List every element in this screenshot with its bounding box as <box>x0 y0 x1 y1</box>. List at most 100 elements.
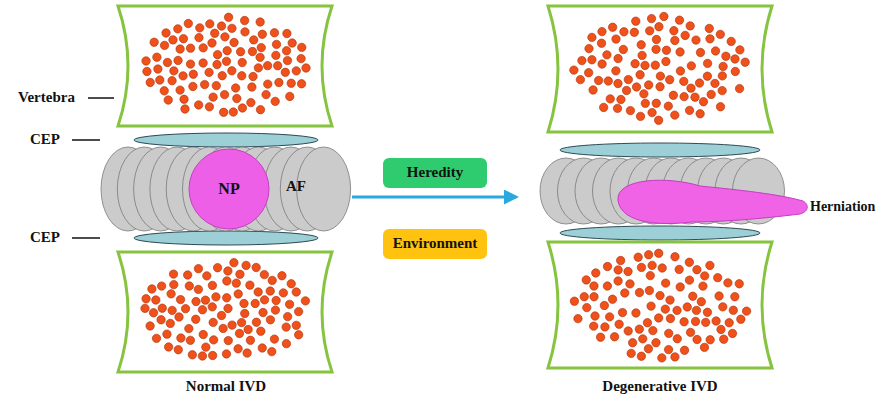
bone-cell <box>680 92 688 100</box>
bone-cell <box>195 33 203 41</box>
bone-cell <box>618 308 626 316</box>
bone-cell <box>283 312 291 320</box>
bone-cell <box>654 116 662 124</box>
bone-cell <box>691 93 699 101</box>
bone-cell <box>646 271 654 279</box>
bone-cell <box>158 304 166 312</box>
bone-cell <box>248 47 256 55</box>
progression-arrow <box>352 196 516 199</box>
bone-cell <box>263 61 271 69</box>
bone-cell <box>594 76 602 84</box>
bone-cell <box>259 308 267 316</box>
bone-cell <box>670 26 678 34</box>
bone-cell <box>683 303 691 311</box>
bone-cell <box>152 334 160 342</box>
bone-cell <box>597 39 605 47</box>
bone-cell <box>735 84 743 92</box>
bone-cell <box>246 281 254 289</box>
bone-cell <box>676 48 684 56</box>
bone-cell <box>209 93 217 101</box>
bone-cell <box>612 67 620 75</box>
bone-cell <box>292 288 300 296</box>
bone-cell <box>205 68 213 76</box>
bone-cell <box>249 72 257 80</box>
bone-cell <box>229 108 237 116</box>
bone-cell <box>606 95 614 103</box>
bone-cell <box>237 318 245 326</box>
bone-cell <box>676 283 684 291</box>
bone-cell <box>292 321 300 329</box>
bone-cell <box>180 95 188 103</box>
bone-cell <box>680 318 688 326</box>
bone-cell <box>186 44 194 52</box>
bone-cell <box>241 309 249 317</box>
vertebra-outline <box>118 6 332 126</box>
bone-cell <box>693 266 701 274</box>
bone-cell <box>701 318 709 326</box>
bone-cell <box>238 58 246 66</box>
bone-cell <box>248 83 256 91</box>
bone-cell <box>212 81 220 89</box>
bone-cell <box>603 282 611 290</box>
bone-cell <box>624 327 632 335</box>
vertebra-outline <box>118 252 332 372</box>
bone-cell <box>194 285 202 293</box>
bone-cell <box>731 67 739 75</box>
bone-cell <box>630 28 638 36</box>
bone-cell <box>614 277 622 285</box>
bone-cell <box>272 296 280 304</box>
bone-cell <box>252 318 260 326</box>
bone-cell <box>256 106 264 114</box>
bone-cell <box>671 36 679 44</box>
part-name: CEP <box>30 229 60 246</box>
bone-cell <box>687 62 695 70</box>
bone-cell <box>213 60 221 68</box>
bone-cell <box>150 38 158 46</box>
bone-cell <box>627 349 635 357</box>
factor-label: Environment <box>393 235 478 252</box>
bone-cell <box>600 301 608 309</box>
bone-cell <box>201 296 209 304</box>
bone-cell <box>230 38 238 46</box>
bone-cell <box>260 270 268 278</box>
bone-cell <box>614 79 622 87</box>
bone-cell <box>205 103 213 111</box>
bone-cell <box>189 70 197 78</box>
region-label: NP <box>218 180 239 198</box>
bone-cell <box>213 50 221 58</box>
bone-cell <box>153 53 161 61</box>
bone-cell <box>718 86 726 94</box>
bone-cell <box>604 77 612 85</box>
bone-cell <box>590 282 598 290</box>
bone-cell <box>662 57 670 65</box>
bone-cell <box>211 29 219 37</box>
bone-cell <box>287 280 295 288</box>
annulus-fibrosus: AFNP <box>100 146 352 232</box>
bone-cell <box>711 79 719 87</box>
bone-cell <box>645 286 653 294</box>
bone-cell <box>598 60 606 68</box>
factor-box: Heredity <box>383 158 487 188</box>
bone-cell <box>297 80 305 88</box>
bone-cell <box>731 293 739 301</box>
bone-cell <box>260 296 268 304</box>
bone-cell <box>224 13 232 21</box>
bone-cell <box>223 277 231 285</box>
bone-cell <box>585 44 593 52</box>
bone-cell <box>724 279 732 287</box>
bone-cell <box>294 331 302 339</box>
bone-cell <box>578 56 586 64</box>
bone-cell <box>656 291 664 299</box>
bone-cell <box>741 58 749 66</box>
bone-cell <box>179 34 187 42</box>
bone-cell <box>589 86 597 94</box>
bone-cell <box>728 329 736 337</box>
bone-cell <box>247 98 255 106</box>
bone-cell <box>637 263 645 271</box>
bone-cell <box>231 84 239 92</box>
bone-cell <box>719 303 727 311</box>
bone-cell <box>635 325 643 333</box>
bone-cell <box>168 76 176 84</box>
bone-cell <box>619 45 627 53</box>
bone-cell <box>580 293 588 301</box>
